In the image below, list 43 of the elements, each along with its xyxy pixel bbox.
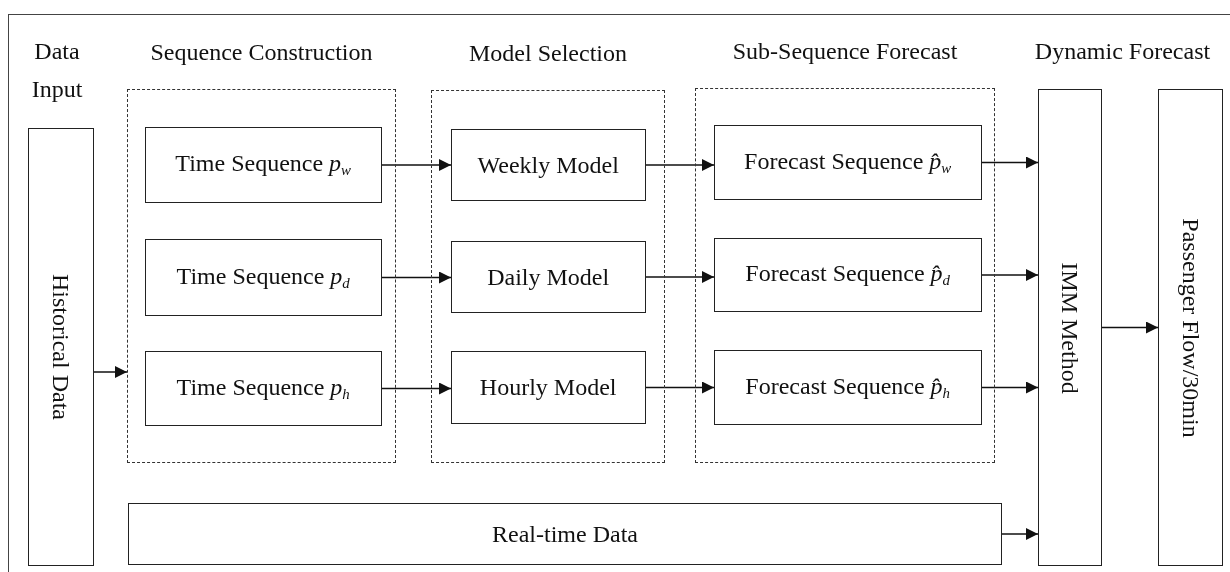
group-heading: Model Selection bbox=[469, 41, 627, 65]
process-box bbox=[450, 128, 646, 201]
group-heading: Sub-Sequence Forecast bbox=[732, 39, 958, 63]
group-heading: Sequence Construction bbox=[150, 40, 373, 64]
box-text: Hourly Model bbox=[479, 375, 617, 400]
process-box bbox=[713, 349, 982, 425]
arrow bbox=[645, 271, 715, 283]
process-box bbox=[450, 350, 646, 424]
process-box bbox=[450, 240, 646, 313]
box-text: Forecast Sequence p̂$_{w}$ bbox=[744, 148, 952, 176]
process-box bbox=[128, 503, 1002, 565]
vertical-box bbox=[1158, 89, 1223, 566]
column-heading: Data Input bbox=[30, 37, 84, 104]
arrow bbox=[381, 271, 452, 284]
vertical-box bbox=[28, 128, 94, 566]
box-text: Real-time Data bbox=[492, 522, 638, 546]
arrow bbox=[1101, 321, 1159, 334]
arrow bbox=[381, 382, 452, 395]
vertical-box bbox=[1038, 89, 1102, 566]
process-box bbox=[144, 350, 382, 426]
box-text: Weekly Model bbox=[477, 152, 619, 177]
column-heading: Dynamic Forecast bbox=[1033, 37, 1212, 66]
arrow bbox=[981, 381, 1039, 394]
arrow bbox=[93, 366, 128, 378]
box-text: Time Sequence p$_{h}$ bbox=[176, 374, 350, 402]
process-box bbox=[144, 238, 382, 316]
box-text: Historical Data bbox=[49, 274, 73, 420]
arrow bbox=[981, 156, 1039, 169]
arrow bbox=[981, 269, 1039, 281]
process-box bbox=[713, 237, 982, 312]
box-text: Passenger Flow/30min bbox=[1178, 217, 1203, 438]
box-text: Time Sequence p$_{w}$ bbox=[175, 151, 352, 178]
arrow bbox=[645, 381, 715, 394]
box-text: Forecast Sequence p̂$_{h}$ bbox=[745, 373, 951, 401]
process-box bbox=[713, 124, 982, 200]
box-text: Forecast Sequence p̂$_{d}$ bbox=[745, 261, 951, 288]
box-text: Time Sequence p$_{d}$ bbox=[176, 263, 350, 291]
arrow bbox=[645, 159, 715, 171]
process-box bbox=[144, 126, 382, 203]
box-text: IMM Method bbox=[1058, 261, 1082, 394]
arrow bbox=[381, 159, 452, 171]
box-text: Daily Model bbox=[487, 264, 610, 289]
arrow bbox=[1001, 528, 1039, 540]
